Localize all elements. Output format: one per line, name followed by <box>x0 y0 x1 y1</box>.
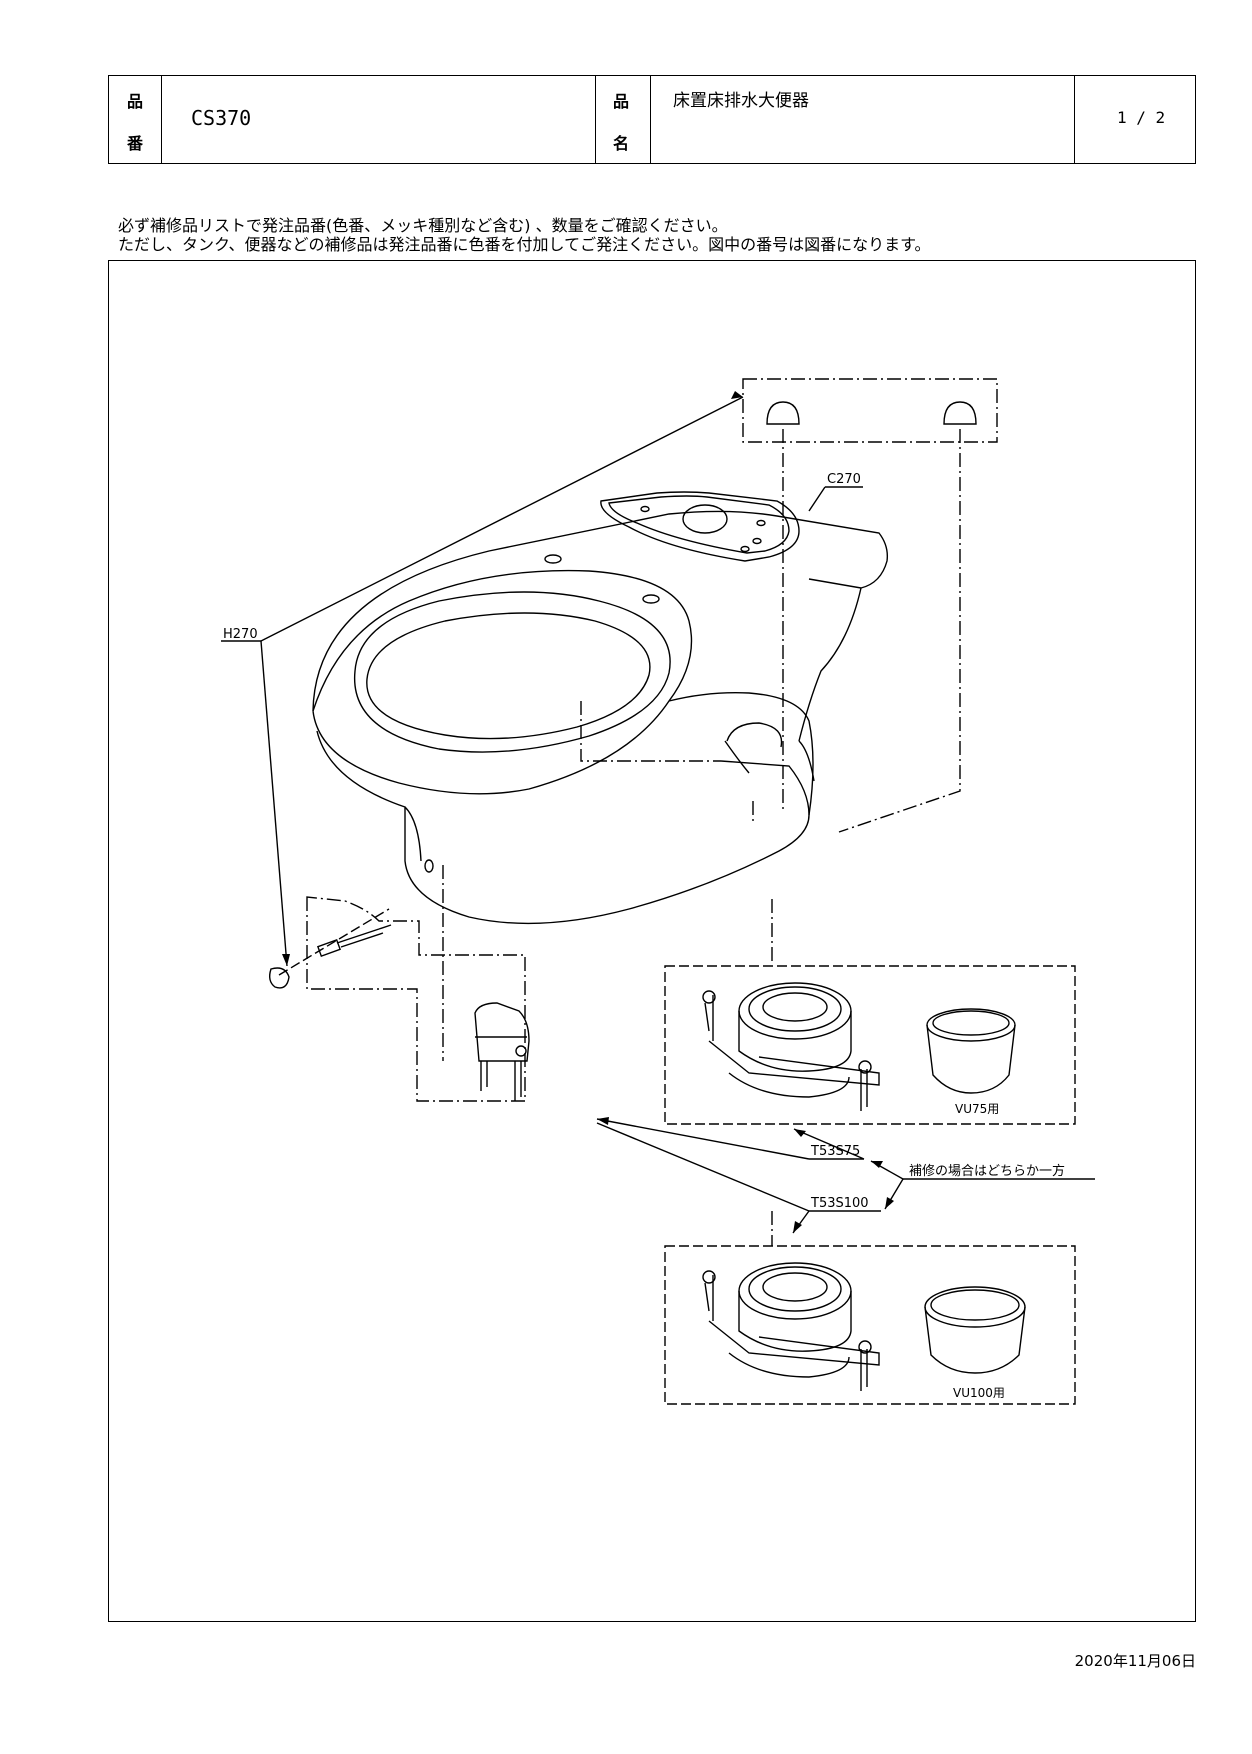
callout-t53s100: T53S100 <box>810 1196 869 1211</box>
exploded-diagram: C270 H270 <box>221 378 1095 1405</box>
callout-h270: H270 <box>223 627 258 642</box>
leader-dash <box>278 908 390 976</box>
exploded-diagram-frame: C270 H270 <box>108 260 1196 1622</box>
leader-line <box>260 396 744 642</box>
part-number-label-top: 品 <box>127 92 144 111</box>
screw-icon <box>316 924 392 958</box>
part-name-value: 床置床排水大便器 <box>673 91 809 111</box>
part-number-label-bottom: 番 <box>127 134 144 153</box>
cap-inset-box <box>742 378 998 443</box>
leader-dash <box>580 701 721 762</box>
callout-c270: C270 <box>827 472 861 487</box>
toilet-bowl <box>312 491 889 925</box>
title-block: 品 番 CS370 品 名 床置床排水大便器 1 / 2 <box>108 75 1196 164</box>
leader-line <box>596 1118 810 1160</box>
vu75-socket-icon <box>926 1008 1016 1094</box>
part-number-value: CS370 <box>191 106 252 130</box>
leader-line <box>808 486 863 512</box>
vu75-label: VU75用 <box>955 1102 999 1116</box>
vu100-socket-icon <box>924 1286 1026 1374</box>
part-name-label-top: 品 <box>613 92 630 111</box>
bolt-cap-icon-left <box>766 401 800 425</box>
bolt-cap-icon <box>268 967 290 989</box>
leader-line <box>260 640 288 967</box>
screw-inset-box <box>306 896 526 1102</box>
either-one-note: 補修の場合はどちらか一方 <box>909 1163 1065 1179</box>
leader-dash <box>838 429 961 833</box>
divider <box>650 76 651 163</box>
part-name-label-bottom: 名 <box>613 134 630 153</box>
floor-fixture-icon <box>474 1002 530 1101</box>
t53s100-inset-box <box>664 1245 1076 1405</box>
divider <box>595 76 596 163</box>
note-line-1: 必ず補修品リストで発注品番(色番、メッキ種別など含む) 、数量をご確認ください。 <box>118 216 728 235</box>
vu100-label: VU100用 <box>953 1386 1005 1400</box>
bolt-cap-icon-right <box>943 401 977 425</box>
note-line-2: ただし、タンク、便器などの補修品は発注品番に色番を付加してご発注ください。図中の… <box>118 235 931 254</box>
t53s75-inset-box <box>664 965 1076 1125</box>
callout-t53s75: T53S75 <box>810 1144 860 1159</box>
issue-date: 2020年11月06日 <box>1074 1652 1196 1670</box>
leader-line <box>596 1122 810 1212</box>
divider <box>161 76 162 163</box>
divider <box>1074 76 1075 163</box>
page-number: 1 / 2 <box>1117 108 1166 127</box>
floor-flange-adapter-75-icon <box>702 982 880 1111</box>
leader-line <box>793 1128 865 1160</box>
leader-line <box>792 1210 881 1234</box>
floor-flange-adapter-100-icon <box>702 1262 880 1391</box>
tank-gasket <box>600 491 800 562</box>
